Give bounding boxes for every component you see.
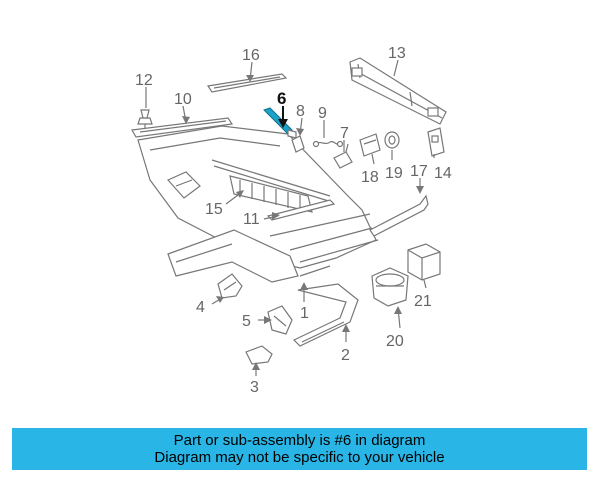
callout-20: 20 [386, 333, 404, 350]
callout-labels: 16 13 12 10 6 8 9 7 18 19 14 17 15 11 21… [135, 45, 452, 396]
part-8-pad [291, 135, 305, 153]
part-10-upper-rail [131, 117, 234, 138]
callout-18: 18 [361, 169, 379, 186]
callout-21: 21 [414, 293, 432, 310]
callout-12: 12 [135, 72, 153, 89]
part-5-bracket [267, 305, 293, 335]
callout-10: 10 [174, 91, 192, 108]
callout-15: 15 [205, 201, 223, 218]
callout-14: 14 [434, 165, 452, 182]
part-7-bracket [333, 143, 353, 169]
part-4-bracket [217, 273, 243, 299]
callout-3: 3 [250, 379, 259, 396]
part-12-clip [137, 109, 153, 132]
callout-11: 11 [243, 211, 260, 228]
info-banner: Part or sub-assembly is #6 in diagram Di… [12, 428, 587, 470]
banner-line-disclaimer: Diagram may not be specific to your vehi… [154, 449, 445, 466]
part-17-side-strip [369, 194, 429, 237]
part-18-sensor [359, 133, 381, 157]
part-20-bracket-assembly [371, 267, 409, 307]
callout-5: 5 [242, 313, 251, 330]
callout-2: 2 [341, 347, 350, 364]
callout-1: 1 [300, 305, 309, 322]
callout-13: 13 [388, 45, 406, 62]
part-13-reinforcement [349, 57, 447, 125]
part-19-grommet [384, 131, 400, 149]
part-21-housing [407, 243, 441, 281]
leader-lines [145, 59, 435, 376]
parts-diagram: 16 13 12 10 6 8 9 7 18 19 14 17 15 11 21… [131, 45, 452, 396]
part-3-tab [245, 345, 273, 365]
banner-line-part-info: Part or sub-assembly is #6 in diagram [173, 432, 426, 449]
callout-6: 6 [277, 89, 286, 108]
callout-16: 16 [242, 47, 260, 64]
callout-9: 9 [318, 105, 327, 122]
callout-7: 7 [340, 125, 349, 142]
callout-4: 4 [196, 299, 205, 316]
callout-8: 8 [296, 103, 305, 120]
part-2-lower-trim [292, 283, 359, 347]
part-14-mount [427, 127, 445, 157]
part-1-bumper-cover [137, 125, 379, 283]
callout-17: 17 [410, 163, 428, 180]
callout-19: 19 [385, 165, 403, 182]
part-11-lower-strip [266, 199, 336, 221]
part-16-trim-strip [206, 73, 288, 93]
part-9-harness [312, 140, 344, 148]
